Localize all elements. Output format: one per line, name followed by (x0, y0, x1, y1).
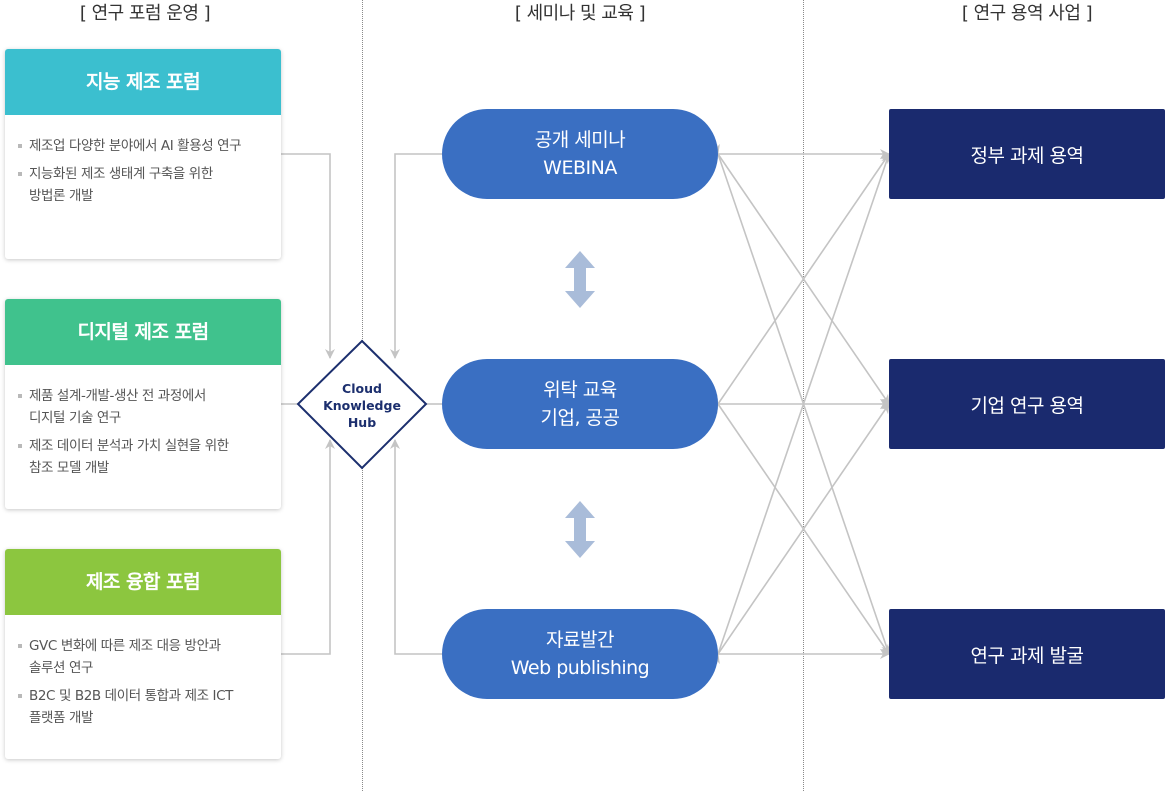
connector-forum-1-to-hub (281, 153, 335, 359)
connector-p3-s2 (708, 403, 890, 665)
forum-list-item: 제조 데이터 분석과 가치 실현을 위한 참조 모델 개발 (18, 435, 269, 479)
connector-forum-3-to-hub (281, 439, 335, 655)
forum-item-list: 제품 설계-개발-생산 전 과정에서 디지털 기술 연구 제조 데이터 분석과 … (5, 365, 281, 479)
hub-diamond (296, 339, 428, 470)
double-arrow-icon-lower (565, 501, 595, 558)
column-title-research-services: [ 연구 용역 사업 ] (961, 3, 1093, 24)
program-publishing: 자료발간 Web publishing (442, 609, 718, 699)
hub-label-line3: Hub (347, 415, 377, 430)
forum-list-item: GVC 변화에 따른 제조 대응 방안과 솔루션 연구 (18, 635, 269, 679)
connector-program-1-to-hub (390, 153, 442, 359)
forum-card-digital-manufacturing: 디지털 제조 포럼 제품 설계-개발-생산 전 과정에서 디지털 기술 연구 제… (5, 299, 281, 509)
program-label-line2: 기업, 공공 (540, 407, 621, 429)
service-government-project: 정부 과제 용역 (889, 109, 1165, 199)
double-arrow-icon-upper (565, 251, 595, 308)
service-project-discovery: 연구 과제 발굴 (889, 609, 1165, 699)
forum-card-manufacturing-convergence: 제조 융합 포럼 GVC 변화에 따른 제조 대응 방안과 솔루션 연구 B2C… (5, 549, 281, 759)
program-label-line2: WEBINA (543, 157, 617, 179)
program-label-line1: 공개 세미나 (534, 129, 626, 151)
program-label-line2: Web publishing (510, 657, 650, 679)
program-label-line1: 위탁 교육 (543, 379, 617, 401)
program-label-line1: 자료발간 (546, 629, 614, 651)
forum-card-intelligent-manufacturing: 지능 제조 포럼 제조업 다양한 분야에서 AI 활용성 연구 지능화된 제조 … (5, 49, 281, 259)
forum-list-item: 지능화된 제조 생태계 구축을 위한 방법론 개발 (18, 163, 269, 207)
hub-label-line1: Cloud (342, 381, 382, 396)
forum-title: 지능 제조 포럼 (5, 49, 281, 115)
forum-list-item: 제조업 다양한 분야에서 AI 활용성 연구 (18, 135, 269, 157)
connector-program-3-to-hub (390, 439, 442, 655)
column-title-research-forum: [ 연구 포럼 운영 ] (79, 3, 211, 24)
forum-list-item: 제품 설계-개발-생산 전 과정에서 디지털 기술 연구 (18, 385, 269, 429)
column-title-seminar-education: [ 세미나 및 교육 ] (514, 3, 646, 24)
program-commissioned-education: 위탁 교육 기업, 공공 (442, 359, 718, 449)
hub-label: Cloud Knowledge Hub (312, 380, 412, 431)
forum-title: 디지털 제조 포럼 (5, 299, 281, 365)
hub-label-line2: Knowledge (323, 398, 401, 413)
forum-item-list: 제조업 다양한 분야에서 AI 활용성 연구 지능화된 제조 생태계 구축을 위… (5, 115, 281, 207)
service-corporate-research: 기업 연구 용역 (889, 359, 1165, 449)
forum-item-list: GVC 변화에 따른 제조 대응 방안과 솔루션 연구 B2C 및 B2B 데이… (5, 615, 281, 729)
forum-list-item: B2C 및 B2B 데이터 통합과 제조 ICT 플랫폼 개발 (18, 685, 269, 729)
program-open-seminar: 공개 세미나 WEBINA (442, 109, 718, 199)
forum-title: 제조 융합 포럼 (5, 549, 281, 615)
